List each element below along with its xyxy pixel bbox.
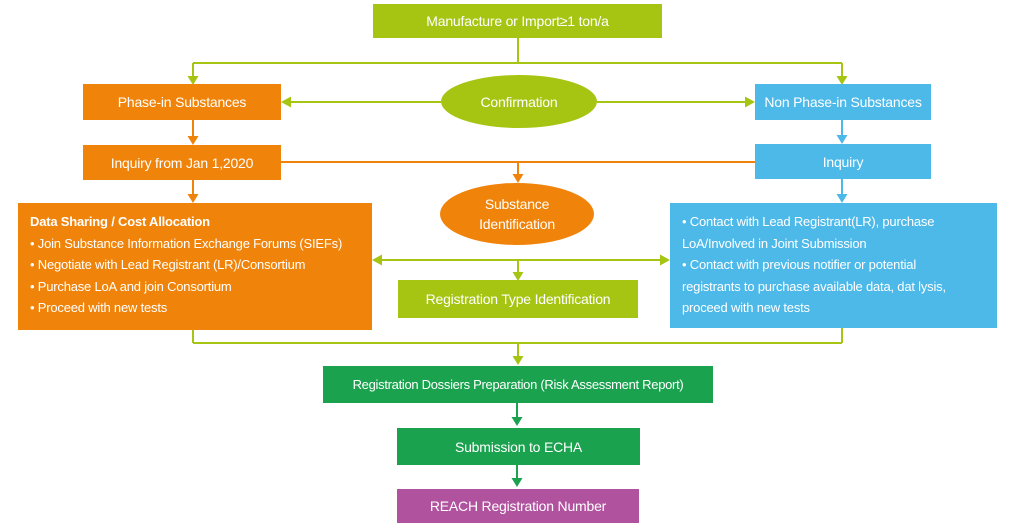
node-label: Confirmation bbox=[480, 93, 558, 110]
connector-final-chain bbox=[511, 403, 523, 487]
connector-double-arrow bbox=[372, 254, 670, 281]
node-label: REACH Registration Number bbox=[429, 498, 607, 514]
node-label: Inquiry from Jan 1,2020 bbox=[110, 154, 254, 171]
node-label: Phase-in Substances bbox=[117, 94, 247, 110]
node-manufacture-or-import: Manufacture or Import≥1 ton/a bbox=[373, 4, 662, 38]
node-contact-lead-registrant: • Contact with Lead Registrant(LR), purc… bbox=[670, 203, 997, 328]
data-sharing-bullet: • Join Substance Information Exchange Fo… bbox=[30, 235, 343, 251]
connector-right-column bbox=[836, 120, 848, 203]
contact-lead-line: • Contact with Lead Registrant(LR), purc… bbox=[682, 214, 935, 229]
contact-lead-line: registrants to purchase available data, … bbox=[682, 278, 946, 294]
contact-lead-line: LoA/Involved in Joint Submission bbox=[682, 235, 867, 251]
data-sharing-bullet: • Negotiate with Lead Registrant (LR)/Co… bbox=[30, 257, 306, 272]
node-inquiry: Inquiry bbox=[755, 144, 931, 179]
contact-lead-line: • Contact with previous notifier or pote… bbox=[682, 257, 917, 272]
connector-top-split bbox=[187, 38, 848, 85]
node-confirmation: Confirmation bbox=[441, 75, 597, 128]
connector-confirmation-arrows bbox=[281, 96, 755, 108]
connector-bottom-merge bbox=[192, 327, 843, 365]
node-label: Registration Dossiers Preparation (Risk … bbox=[352, 377, 684, 392]
node-label: Substance Identification bbox=[479, 196, 555, 232]
node-substance-identification: Substance Identification bbox=[440, 183, 594, 245]
data-sharing-title: Data Sharing / Cost Allocation bbox=[30, 214, 210, 229]
node-reach-registration-number: REACH Registration Number bbox=[397, 489, 639, 523]
node-data-sharing-cost-allocation: Data Sharing / Cost Allocation • Join Su… bbox=[18, 203, 372, 330]
node-registration-dossiers-preparation: Registration Dossiers Preparation (Risk … bbox=[323, 366, 713, 403]
node-non-phase-in-substances: Non Phase-in Substances bbox=[755, 84, 931, 120]
node-label: Registration Type Identification bbox=[425, 291, 611, 307]
connector-inquiry-line bbox=[281, 161, 755, 183]
node-phase-in-substances: Phase-in Substances bbox=[83, 84, 281, 120]
node-inquiry-from-jan-2020: Inquiry from Jan 1,2020 bbox=[83, 145, 281, 180]
node-label: Submission to ECHA bbox=[454, 438, 583, 455]
node-registration-type-identification: Registration Type Identification bbox=[398, 280, 638, 318]
node-label: Manufacture or Import≥1 ton/a bbox=[426, 13, 609, 29]
data-sharing-bullet: • Purchase LoA and join Consortium bbox=[30, 278, 232, 294]
connector-left-column bbox=[187, 120, 199, 203]
node-label: Inquiry bbox=[822, 153, 864, 170]
contact-lead-line: proceed with new tests bbox=[682, 300, 810, 315]
node-submission-to-echa: Submission to ECHA bbox=[397, 428, 640, 465]
data-sharing-bullet: • Proceed with new tests bbox=[30, 300, 168, 315]
node-label: Non Phase-in Substances bbox=[764, 94, 922, 110]
